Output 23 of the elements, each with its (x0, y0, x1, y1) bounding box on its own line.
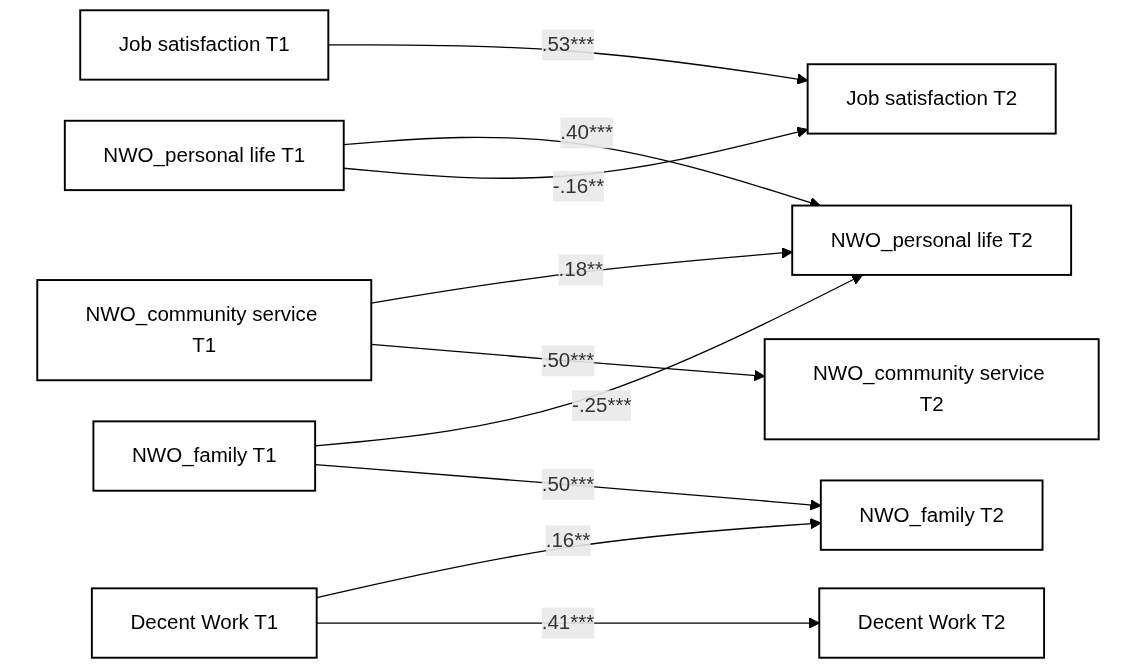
node-box: NWO_personal life T2 (790, 204, 1072, 276)
node-box: NWO_personal life T1 (63, 119, 345, 192)
node-box: NWO_family T2 (819, 479, 1044, 551)
node-box: NWO_community service T2 (763, 338, 1100, 441)
edge-label: .18** (558, 258, 603, 281)
node-box: Decent Work T1 (90, 587, 318, 659)
edge-label: -.25*** (571, 394, 631, 416)
node-box: Decent Work T2 (817, 587, 1045, 659)
edge-label: .41*** (541, 611, 594, 634)
edge-label: .50*** (541, 349, 594, 372)
edge-label: .16** (545, 529, 590, 552)
arrow (327, 44, 808, 85)
arrow (314, 464, 821, 511)
node-box: Job satisfaction T2 (806, 63, 1057, 135)
arrow (314, 274, 863, 447)
edge-label: -.16** (552, 174, 604, 197)
arrow (370, 343, 765, 382)
node-box: NWO_family T1 (91, 420, 316, 492)
edge-label: .50*** (541, 472, 594, 495)
edge-label: .53*** (541, 33, 594, 56)
edge-label: .40*** (559, 121, 613, 144)
node-box: NWO_community service T1 (35, 279, 372, 382)
node-box: Job satisfaction T1 (78, 9, 329, 81)
